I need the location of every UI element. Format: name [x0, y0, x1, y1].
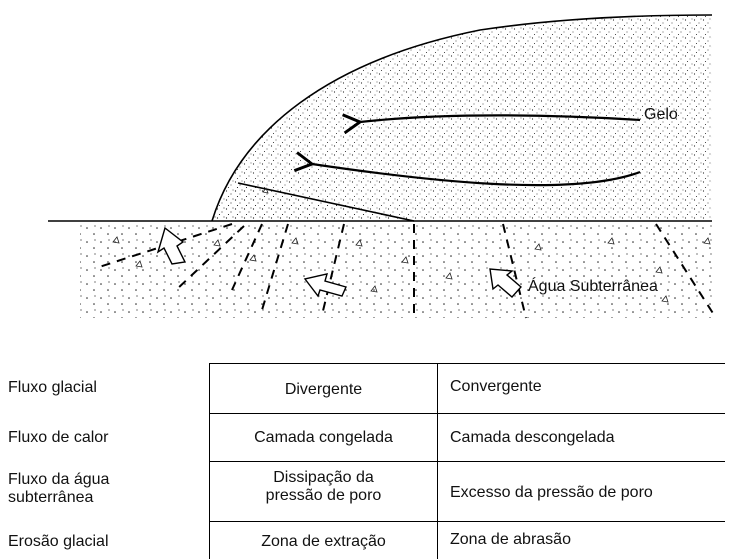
cell-frozen-layer: Camada congelada — [254, 429, 393, 446]
cell-thawed-layer: Camada descongelada — [450, 429, 615, 446]
table-row-divider-3 — [209, 521, 725, 522]
row-label-glacial-erosion: Erosão glacial — [8, 533, 109, 550]
ice-flow-arrow-lower — [293, 151, 641, 187]
groundwater-arrow-1 — [156, 226, 187, 265]
row-label-groundwater-flow: Fluxo da água subterrânea — [8, 471, 110, 506]
cell-abrasion-zone: Zona de abrasão — [450, 531, 571, 548]
groundwater-arrow-3 — [489, 268, 523, 298]
frozen-zone-boundary — [237, 182, 415, 222]
ice-flow-arrows — [293, 113, 641, 187]
groundwater-arrows — [156, 226, 523, 298]
sediment-clasts — [112, 187, 711, 303]
ice-label: Gelo — [644, 106, 678, 123]
glacier-cross-section: Gelo Água Subterrânea — [48, 14, 717, 319]
frozen-basal-zone — [212, 183, 414, 221]
row-label-glacial-flow: Fluxo glacial — [8, 379, 97, 396]
table-top-border — [209, 363, 725, 364]
cell-excess-pore-pressure: Excesso da pressão de poro — [450, 484, 653, 501]
table-row-divider-2 — [209, 461, 725, 462]
cell-divergent: Divergente — [284, 381, 363, 398]
glacier-diagram-svg — [48, 14, 717, 319]
ice-flow-arrow-upper — [342, 113, 641, 135]
cell-pore-pressure-dissipation: Dissipação da pressão de poro — [265, 469, 382, 504]
groundwater-label: Água Subterrânea — [528, 278, 658, 295]
cell-convergent: Convergente — [450, 378, 542, 395]
ice-body — [212, 15, 712, 221]
groundwater-arrow-2 — [303, 273, 347, 298]
table-row-divider-1 — [209, 413, 725, 414]
ice-surface-line — [211, 14, 713, 222]
row-label-heat-flow: Fluxo de calor — [8, 429, 109, 446]
cell-extraction-zone: Zona de extração — [261, 533, 386, 550]
